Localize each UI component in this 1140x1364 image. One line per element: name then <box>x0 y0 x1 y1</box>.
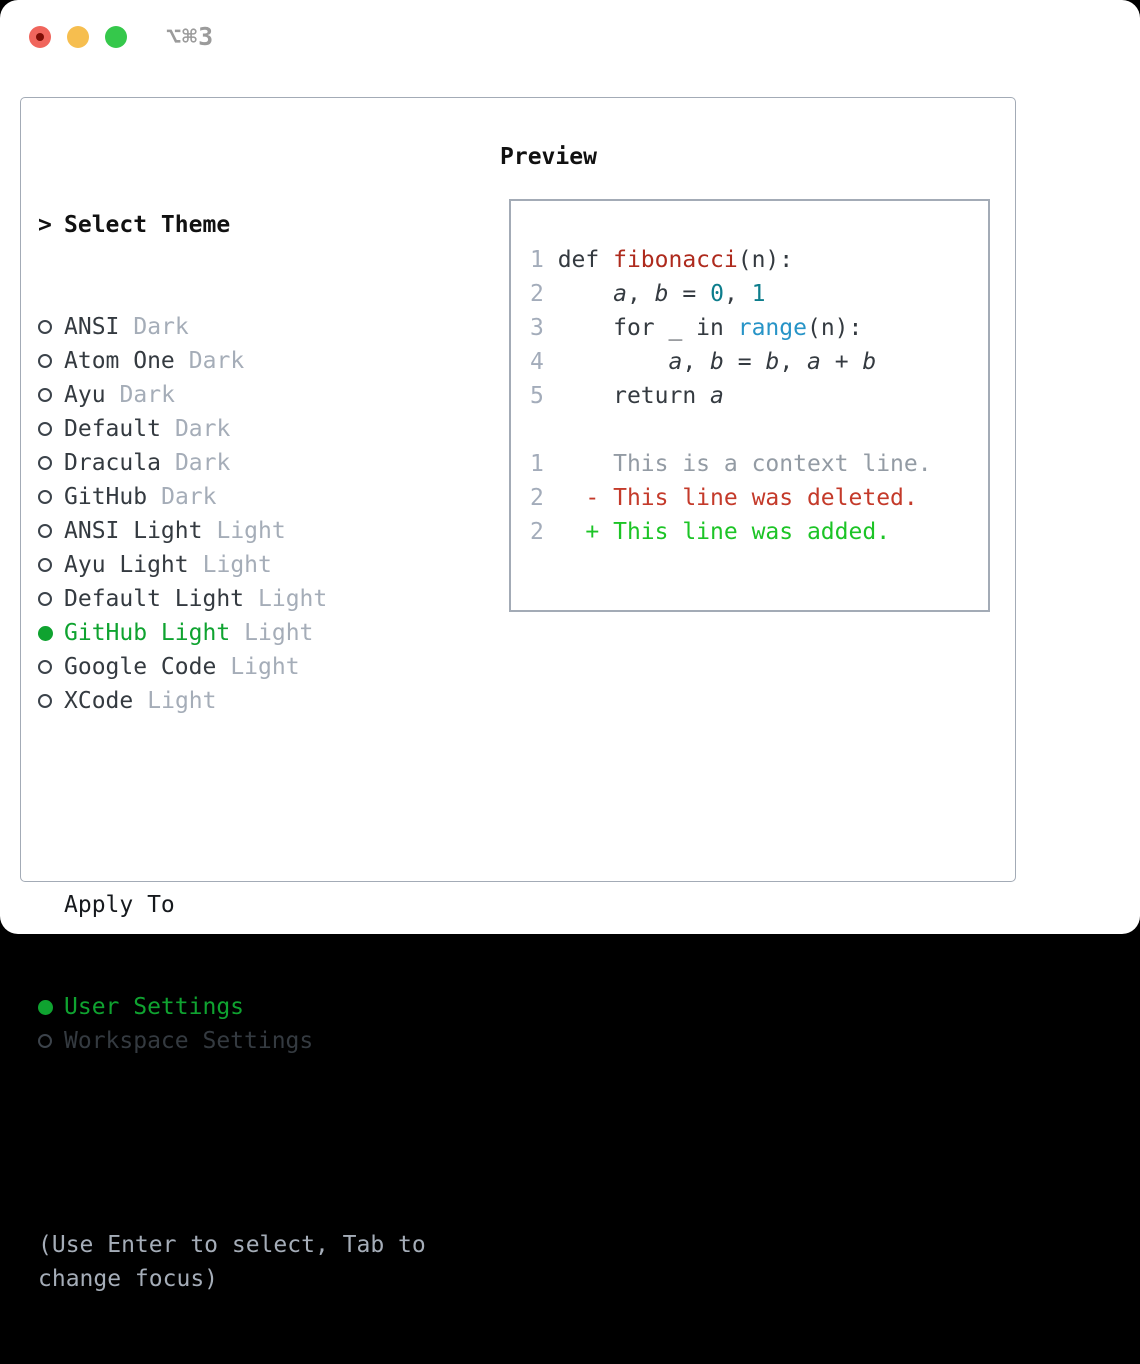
prompt-icon: > <box>38 212 52 238</box>
theme-option[interactable]: Google Code Light <box>38 650 478 684</box>
theme-option[interactable]: Default Light Light <box>38 582 478 616</box>
theme-option-label: ANSI <box>64 314 120 340</box>
close-button[interactable] <box>29 26 51 48</box>
zoom-button[interactable] <box>105 26 127 48</box>
apply-to-title: Apply To <box>64 892 175 918</box>
code-line: 1 def fibonacci(n): <box>530 247 794 273</box>
variant-tag: Light <box>258 586 328 612</box>
radio-icon <box>38 456 52 470</box>
theme-option-label: XCode <box>64 688 134 714</box>
preview-title: Preview <box>500 144 597 170</box>
radio-icon <box>38 592 52 606</box>
minimize-button[interactable] <box>67 26 89 48</box>
apply-option[interactable]: Workspace Settings <box>38 1024 478 1058</box>
radio-icon <box>38 490 52 504</box>
code-line: 4 a, b = b, a + b <box>530 349 877 375</box>
theme-list-title: Select Theme <box>64 212 231 238</box>
theme-option[interactable]: Atom One Dark <box>38 344 478 378</box>
apply-to-header: Apply To <box>38 888 478 922</box>
radio-icon <box>38 524 52 538</box>
variant-tag: Light <box>216 518 286 544</box>
radio-icon <box>38 558 52 572</box>
code-line: 2 + This line was added. <box>530 519 891 545</box>
apply-option-label: Workspace Settings <box>64 1028 314 1054</box>
radio-icon <box>38 354 52 368</box>
spacer-row <box>38 1126 478 1160</box>
radio-icon <box>38 422 52 436</box>
variant-tag: Dark <box>161 484 217 510</box>
theme-option[interactable]: Dracula Dark <box>38 446 478 480</box>
spacer-row <box>38 786 478 820</box>
code-line <box>530 413 932 447</box>
preview-code: 1 def fibonacci(n): 2 a, b = 0, 1 3 for _ … <box>530 243 932 549</box>
code-line: 2 - This line was deleted. <box>530 485 918 511</box>
code-line: 5 return a <box>530 383 724 409</box>
theme-option-label: GitHub <box>64 484 148 510</box>
theme-option[interactable]: XCode Light <box>38 684 478 718</box>
radio-selected-icon <box>38 999 53 1015</box>
theme-option[interactable]: Ayu Light Light <box>38 548 478 582</box>
variant-tag: Light <box>244 620 314 646</box>
preview-panel <box>509 199 990 612</box>
radio-icon <box>38 388 52 402</box>
titlebar: ⌥⌘3 <box>0 0 1140 75</box>
theme-option[interactable]: Default Dark <box>38 412 478 446</box>
theme-option[interactable]: Ayu Dark <box>38 378 478 412</box>
theme-list-header: > Select Theme <box>38 208 478 242</box>
variant-tag: Dark <box>174 416 231 442</box>
variant-tag: Light <box>202 552 272 578</box>
variant-tag: Dark <box>188 348 245 374</box>
theme-option[interactable]: GitHub Dark <box>38 480 478 514</box>
variant-tag: Light <box>147 688 217 714</box>
variant-tag: Dark <box>119 382 175 408</box>
theme-option[interactable]: ANSI Dark <box>38 310 478 344</box>
radio-icon <box>38 320 52 334</box>
variant-tag: Dark <box>133 314 189 340</box>
theme-option-label: Ayu Light <box>64 552 189 578</box>
theme-option-label: Atom One <box>64 348 175 374</box>
apply-option-label: User Settings <box>64 994 245 1020</box>
window-title: ⌥⌘3 <box>166 22 215 51</box>
radio-icon <box>38 694 52 708</box>
theme-option-label: GitHub Light <box>64 620 231 646</box>
code-line: 2 a, b = 0, 1 <box>530 281 766 307</box>
variant-tag: Dark <box>174 450 231 476</box>
theme-option-label: Google Code <box>64 654 217 680</box>
theme-option-label: Dracula <box>64 450 161 476</box>
radio-icon <box>38 660 52 674</box>
radio-icon <box>38 1034 52 1048</box>
code-line: 1 This is a context line. <box>530 451 932 477</box>
theme-option-label: Default <box>64 416 161 442</box>
theme-option[interactable]: ANSI Light Light <box>38 514 478 548</box>
hint-text: (Use Enter to select, Tab to change focu… <box>38 1232 426 1292</box>
theme-option-label: Ayu <box>64 382 106 408</box>
theme-option[interactable]: GitHub Light Light <box>38 616 478 650</box>
close-edited-dot-icon <box>36 33 44 41</box>
variant-tag: Light <box>230 654 300 680</box>
theme-option-label: Default Light <box>64 586 245 612</box>
code-line: 3 for _ in range(n): <box>530 315 863 341</box>
radio-selected-icon <box>38 625 53 641</box>
apply-option[interactable]: User Settings <box>38 990 478 1024</box>
theme-option-label: ANSI Light <box>64 518 203 544</box>
